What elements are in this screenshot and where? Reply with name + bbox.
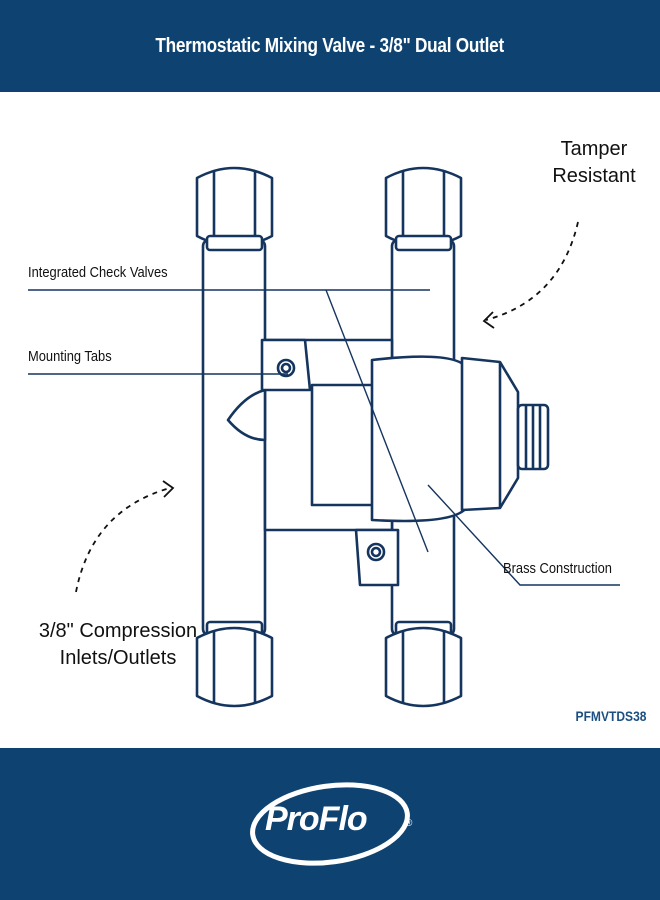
label-mounting-tabs: Mounting Tabs: [28, 348, 112, 365]
logo-registered-mark: ®: [405, 818, 413, 829]
callout-tamper-line1: Tamper: [560, 138, 628, 160]
logo-swoosh-icon: [250, 782, 410, 866]
nut-bottom-right: [384, 626, 463, 708]
logo-wordmark: ProFlo: [265, 800, 368, 838]
nut-bottom-left: [195, 626, 274, 708]
page-title: Thermostatic Mixing Valve - 3/8" Dual Ou…: [155, 34, 505, 57]
leader-check-valves-diag: [325, 289, 429, 553]
proflo-logo: ProFlo ®: [245, 780, 425, 870]
arrow-compression: [75, 487, 171, 593]
header-bar: Thermostatic Mixing Valve - 3/8" Dual Ou…: [0, 0, 660, 92]
callout-compression: 3/8" Compression Inlets/Outlets: [28, 618, 208, 672]
callout-tamper-line2: Resistant: [552, 165, 636, 187]
arrow-tamper: [485, 221, 579, 321]
leader-brass: [427, 484, 620, 586]
label-integrated-check-valves: Integrated Check Valves: [28, 264, 168, 281]
callout-compression-line1: 3/8" Compression: [38, 620, 198, 642]
valve-diagram: [28, 166, 620, 708]
label-brass-construction: Brass Construction: [503, 560, 612, 577]
callout-compression-line2: Inlets/Outlets: [59, 647, 177, 669]
callout-tamper-resistant: Tamper Resistant: [548, 136, 640, 190]
hex-bonnet: [460, 356, 520, 512]
nut-top-right: [384, 166, 463, 248]
model-code: PFMVTDS38: [575, 708, 646, 724]
mixing-chamber: [310, 383, 380, 507]
nut-top-left: [195, 166, 274, 248]
